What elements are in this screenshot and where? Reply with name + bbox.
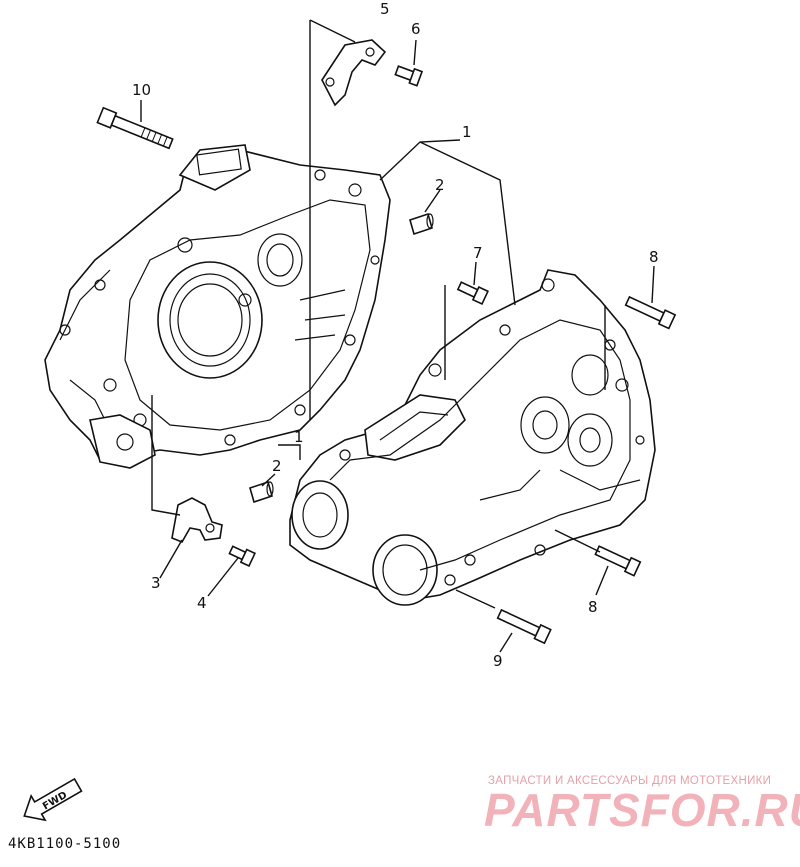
diagram-code: 4KB1100-5100	[8, 836, 122, 852]
watermark-tagline: ЗАПЧАСТИ И АКСЕССУАРЫ ДЛЯ МОТОТЕХНИКИ	[488, 775, 772, 787]
bolt-part-4	[228, 545, 256, 568]
callout-7: 7	[473, 244, 483, 262]
right-crankcase	[289, 269, 656, 606]
callout-8-lower: 8	[588, 598, 598, 616]
callout-4: 4	[197, 594, 207, 612]
dowel-pin-lower	[249, 480, 274, 504]
fwd-arrow-icon: FWD	[23, 777, 83, 822]
callout-1-upper: 1	[462, 123, 472, 141]
bolt-part-8-lower	[594, 545, 642, 577]
bracket-part-3	[171, 497, 223, 544]
callout-5: 5	[380, 0, 390, 18]
bolt-part-10	[96, 106, 174, 150]
bolt-part-7	[456, 281, 489, 306]
callout-10: 10	[132, 81, 151, 99]
bolt-part-9	[496, 608, 552, 645]
callout-2-upper: 2	[435, 176, 445, 194]
callout-1-lower: 1	[294, 428, 304, 446]
dowel-pin-upper	[409, 212, 434, 236]
watermark-logo: PARTSFOR.RU	[484, 784, 800, 836]
left-crankcase	[44, 144, 391, 469]
callouts: 5 6 10 1 2 7 8 1 2 3 4 8 9	[132, 0, 659, 670]
leader-lines	[140, 19, 655, 653]
callout-8-upper: 8	[649, 248, 659, 266]
bolt-part-8-upper	[624, 295, 677, 330]
callout-6: 6	[411, 20, 421, 38]
bracket-part-5	[321, 39, 387, 107]
callout-2-lower: 2	[272, 457, 282, 475]
callout-9: 9	[493, 652, 503, 670]
bolt-part-6	[394, 65, 424, 87]
callout-3: 3	[151, 574, 161, 592]
